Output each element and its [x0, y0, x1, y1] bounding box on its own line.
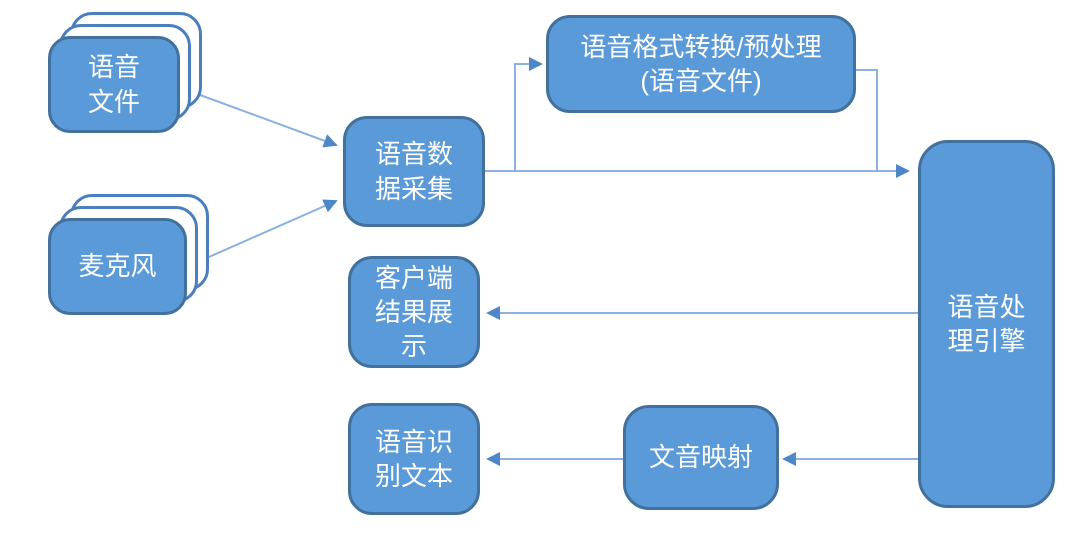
edge-microphone-to-collection: [192, 199, 338, 265]
node-recognized-text: 语音识 别文本: [348, 403, 480, 515]
edge-voice-files-to-collection: [180, 87, 338, 148]
node-client-result-display: 客户端 结果展 示: [348, 256, 480, 368]
node-voice-data-collection: 语音数 据采集: [343, 116, 485, 227]
node-microphone: 麦克风: [48, 218, 187, 315]
edge-collection-to-preprocess: [514, 57, 543, 171]
node-format-conversion-preprocess: 语音格式转换/预处理 (语音文件): [546, 15, 856, 113]
node-voice-files: 语音 文件: [48, 36, 180, 133]
node-speech-processing-engine: 语音处 理引擎: [918, 140, 1055, 508]
node-text-voice-mapping: 文音映射: [623, 405, 779, 510]
edge-preprocess-to-engine: [856, 69, 878, 170]
